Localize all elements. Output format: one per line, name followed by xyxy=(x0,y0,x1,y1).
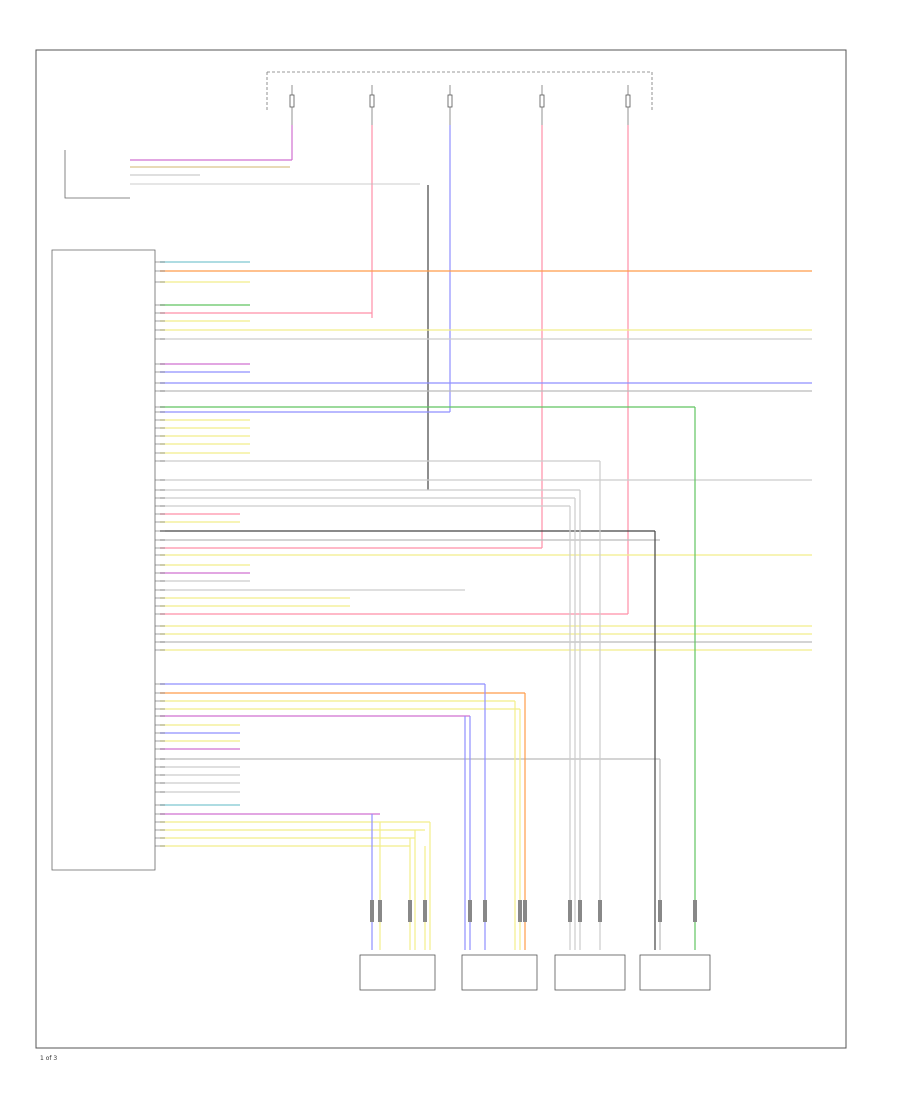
module-box-1 xyxy=(554,954,626,991)
fuse-element xyxy=(539,94,545,108)
connector-stub xyxy=(468,900,472,922)
fuse xyxy=(447,85,453,125)
connector-stub xyxy=(483,900,487,922)
connector-stub xyxy=(518,900,522,922)
bottom-components xyxy=(359,954,711,991)
pin-labels-group xyxy=(155,261,165,847)
fuse-element xyxy=(369,94,375,108)
fuse-element xyxy=(289,94,295,108)
fuse xyxy=(539,85,545,125)
connector-stub xyxy=(693,900,697,922)
switch-2 xyxy=(461,954,538,991)
connector-stub xyxy=(423,900,427,922)
figure-reference: 1 of 3 xyxy=(40,1055,57,1062)
connector-stub xyxy=(658,900,662,922)
connector-stub xyxy=(370,900,374,922)
fuses-group xyxy=(289,85,631,125)
control-module xyxy=(51,150,156,871)
fuse xyxy=(369,85,375,125)
switch-1 xyxy=(359,954,436,991)
fuse xyxy=(625,85,631,125)
fuse-panel xyxy=(266,71,653,110)
connector-stub xyxy=(568,900,572,922)
connector-stub xyxy=(408,900,412,922)
fuse-element xyxy=(447,94,453,108)
connector-stub xyxy=(578,900,582,922)
module-box-2 xyxy=(639,954,711,991)
connector-stub xyxy=(378,900,382,922)
wires-group xyxy=(130,125,812,950)
diagram-frame xyxy=(35,49,847,1049)
connector-stub xyxy=(523,900,527,922)
fuse xyxy=(289,85,295,125)
fuse-element xyxy=(625,94,631,108)
connector-stub xyxy=(598,900,602,922)
